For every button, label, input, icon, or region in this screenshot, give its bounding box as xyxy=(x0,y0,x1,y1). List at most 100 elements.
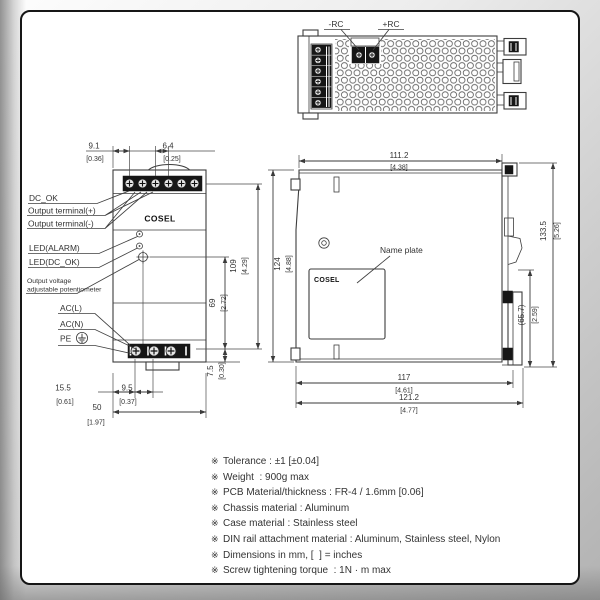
side-view-drawing: COSEL Name plate 111.2 [4. xyxy=(268,151,561,415)
output-plus-label: Output terminal(+) xyxy=(28,206,96,216)
brand-logo: COSEL xyxy=(144,214,175,224)
side-dim-bottom: 117 [4.61] 121.2 [4.77] xyxy=(295,366,524,415)
name-plate-leader xyxy=(356,255,391,284)
top-view-drawing: -RC +RC xyxy=(297,19,527,120)
screw-icon xyxy=(163,178,174,189)
front-dim-bottom: 15.5 [0.61] 9.5 [0.37] 50 [1.97] xyxy=(55,359,207,427)
side-view-case-outline xyxy=(295,169,503,363)
reference-mark: ※ xyxy=(211,565,219,576)
dim-65-7-in: [2.59] xyxy=(532,306,539,324)
screw-icon xyxy=(189,178,200,189)
dim-117-in: [4.61] xyxy=(395,388,413,395)
note-item: ※ Tolerance : ±1 [±0.04] xyxy=(211,456,500,472)
potentiometer-icon xyxy=(136,250,150,264)
top-slot xyxy=(333,176,340,193)
dim-133-5-in: [5.26] xyxy=(554,222,561,240)
reference-mark: ※ xyxy=(211,549,219,560)
note-item: ※ Screw tightening torque : 1N · m max xyxy=(211,565,500,581)
dim-9-1-mm: 9.1 xyxy=(88,142,100,151)
led-alarm-indicator xyxy=(136,230,143,238)
dim-6-4-mm: 6.4 xyxy=(162,142,174,151)
potentiometer-label-line1: Output voltage xyxy=(27,278,71,285)
screw-icon xyxy=(150,178,161,189)
earth-ground-icon xyxy=(76,331,89,344)
dim-121-2-mm: 121.2 xyxy=(399,393,420,402)
side-dim-right: 133.5 [5.26] (65.7) [2.59] xyxy=(517,162,561,368)
minus-rc-leader xyxy=(340,29,360,51)
screw-icon xyxy=(368,51,376,59)
dim-121-2-in: [4.77] xyxy=(400,408,418,415)
screw-icon xyxy=(176,178,187,189)
dim-6-4-in: [0.25] xyxy=(163,156,181,163)
potentiometer-label-line2: adjustable potentiometer xyxy=(27,287,102,294)
dc-ok-label: DC_OK xyxy=(29,193,58,203)
screw-icon xyxy=(355,51,363,59)
ac-n-label: AC(N) xyxy=(60,319,83,329)
dim-9-5-in: [0.37] xyxy=(119,399,137,406)
reference-mark: ※ xyxy=(211,502,219,513)
top-view-terminal-block xyxy=(310,43,333,110)
led-dc-ok-indicator xyxy=(136,242,143,250)
side-screw-icon xyxy=(318,237,330,249)
dim-117-mm: 117 xyxy=(398,373,411,382)
dim-7-5-in: [0.30] xyxy=(219,362,226,380)
note-text: Dimensions in mm, [ ] = inches xyxy=(223,549,363,561)
dim-69-mm: 69 xyxy=(208,298,217,307)
top-clamp xyxy=(290,178,301,191)
note-item: ※ Case material : Stainless steel xyxy=(211,518,500,534)
dim-15-5-in: [0.61] xyxy=(56,399,74,406)
note-text: DIN rail attachment material : Aluminum,… xyxy=(223,533,501,545)
dim-111-2-mm: 111.2 xyxy=(390,151,409,160)
side-dim-top: 111.2 [4.38] xyxy=(298,151,503,172)
screw-icon xyxy=(314,88,322,96)
output-minus-label: Output terminal(-) xyxy=(28,219,94,229)
reference-mark: ※ xyxy=(211,487,219,498)
reference-mark: ※ xyxy=(211,471,219,482)
minus-rc-label: -RC xyxy=(329,19,344,29)
note-item: ※ Dimensions in mm, [ ] = inches xyxy=(211,550,500,566)
bottom-mounting-tab xyxy=(302,112,319,120)
side-dim-left: 124 [4.88] xyxy=(268,169,294,363)
front-dim-right: 109 [4.29] 69 [2.72] 7.5 [0.30] xyxy=(150,183,262,380)
note-text: Screw tightening torque : 1N · m max xyxy=(223,565,391,577)
reference-mark: ※ xyxy=(211,518,219,529)
screw-icon xyxy=(148,345,160,357)
note-item: ※ PCB Material/thickness : FR-4 / 1.6mm … xyxy=(211,487,500,503)
front-view-case-outline xyxy=(112,169,207,363)
pe-label: PE xyxy=(60,334,72,344)
screw-icon xyxy=(124,178,135,189)
dim-124-in: [4.88] xyxy=(286,255,293,273)
screw-icon xyxy=(314,67,322,75)
dim-65-7-mm: (65.7) xyxy=(517,304,526,325)
ac-l-label: AC(L) xyxy=(60,303,82,313)
plus-rc-leader xyxy=(372,29,390,51)
note-text: Weight : 900g max xyxy=(223,471,309,483)
rc-connector xyxy=(349,37,381,64)
dim-109-in: [4.29] xyxy=(242,257,249,275)
din-rail-bracket xyxy=(501,162,523,366)
screw-icon xyxy=(314,56,322,64)
front-panel-lines xyxy=(113,193,206,341)
note-text: Tolerance : ±1 [±0.04] xyxy=(223,456,320,467)
dim-15-5-mm: 15.5 xyxy=(55,384,71,393)
dim-9-1-in: [0.36] xyxy=(86,156,104,163)
note-text: PCB Material/thickness : FR-4 / 1.6mm [0… xyxy=(223,487,424,499)
name-plate-label: Name plate xyxy=(380,245,423,255)
note-item: ※ Chassis material : Aluminum xyxy=(211,503,500,519)
bottom-slot xyxy=(333,344,340,360)
front-view-drawing: COSEL DC_OK xyxy=(26,142,262,427)
screw-icon xyxy=(165,345,177,357)
screw-icon xyxy=(137,178,148,189)
dim-111-2-in: [4.38] xyxy=(390,165,408,172)
dim-9-5-mm: 9.5 xyxy=(121,384,133,393)
plus-rc-label: +RC xyxy=(383,19,400,29)
top-mounting-tab xyxy=(302,29,319,37)
front-dim-top: 9.1 [0.36] 6.4 [0.25] xyxy=(86,142,215,176)
dim-7-5-mm: 7.5 xyxy=(206,365,215,377)
dim-133-5-mm: 133.5 xyxy=(539,220,548,241)
output-terminal-block xyxy=(122,175,203,192)
note-text: Case material : Stainless steel xyxy=(223,518,358,530)
wire-guard-bump xyxy=(147,163,191,171)
